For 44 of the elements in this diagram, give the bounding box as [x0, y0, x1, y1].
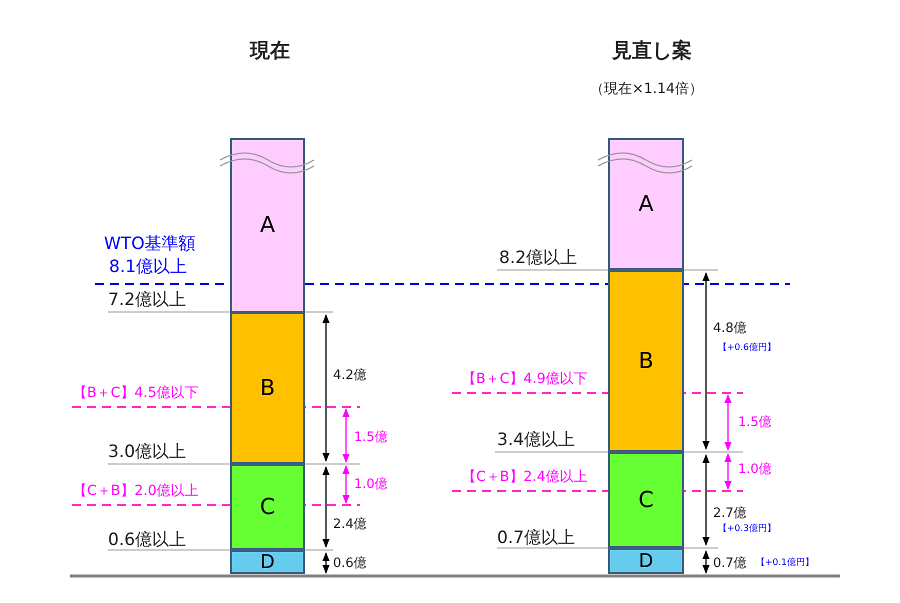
threshold-label: WTO基準額	[104, 236, 196, 253]
dimension-value: 1.0億	[354, 478, 388, 491]
segment-letter: B	[638, 348, 654, 374]
value-label: 7.2億以上	[108, 292, 186, 309]
bar-segment	[608, 270, 684, 452]
dimension-value: 4.2億	[333, 369, 367, 382]
range-label: 【B＋C】4.9億以下	[462, 372, 588, 386]
segment-letter: C	[638, 488, 654, 512]
range-label: 【B＋C】4.5億以下	[73, 386, 199, 400]
value-label: 8.2億以上	[499, 250, 578, 267]
segment-letter: D	[260, 551, 275, 573]
bar-segment	[608, 452, 684, 548]
dimension-value: 2.7億	[713, 507, 747, 520]
segment-letter: B	[260, 376, 276, 400]
column-heading: 現在	[250, 40, 290, 60]
change-note: 【+0.1億円】	[756, 559, 814, 568]
subheading: （現在×1.14倍）	[590, 82, 703, 96]
value-label: 3.4億以上	[497, 432, 576, 449]
value-label: 0.6億以上	[108, 532, 186, 549]
value-label: 0.7億以上	[497, 530, 576, 547]
segment-letter: A	[638, 192, 654, 216]
threshold-label: 8.1億以上	[109, 259, 188, 276]
range-label: 【C＋B】2.4億以上	[462, 470, 588, 484]
bar-segment	[230, 138, 305, 313]
dimension-value: 1.0億	[738, 463, 772, 476]
bar-segment	[608, 548, 684, 574]
dimension-value: 0.7億	[713, 557, 747, 570]
bar-segment	[608, 138, 684, 270]
change-note: 【+0.6億円】	[718, 344, 776, 353]
bar-segment	[230, 550, 305, 574]
change-note: 【+0.3億円】	[718, 525, 776, 534]
segment-letter: D	[638, 550, 654, 572]
bar-segment	[230, 464, 305, 550]
segment-letter: A	[260, 213, 276, 238]
column-heading: 見直し案	[612, 40, 692, 60]
range-label: 【C＋B】2.0億以上	[73, 484, 199, 498]
dimension-value: 4.8億	[713, 322, 747, 335]
dimension-value: 0.6億	[333, 557, 367, 570]
dimension-value: 2.4億	[333, 518, 367, 531]
bar-segment	[230, 312, 305, 464]
segment-letter: C	[260, 494, 276, 520]
dimension-value: 1.5億	[738, 416, 772, 429]
dimension-value: 1.5億	[354, 431, 388, 444]
value-label: 3.0億以上	[108, 444, 186, 461]
